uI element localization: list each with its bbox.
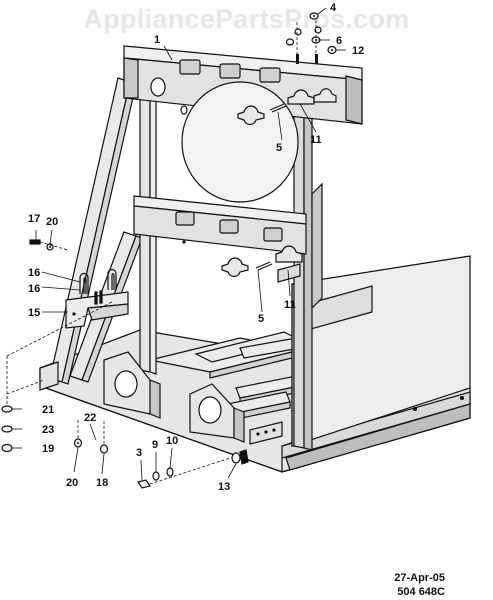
washer-icon (1, 425, 13, 433)
callout-23: 23 (42, 424, 54, 436)
washer-icon (152, 471, 160, 481)
clamp-upper (237, 88, 337, 126)
floor-hole (256, 432, 260, 436)
top-rail-slot (179, 59, 201, 75)
panel-hole (413, 407, 417, 411)
callout-19: 19 (42, 443, 54, 455)
washer-icon (285, 38, 295, 46)
mid-rail-slot (219, 219, 239, 234)
callout-12: 12 (352, 45, 364, 57)
front-foot-right (189, 383, 245, 443)
nut-icon (231, 452, 241, 464)
bolt-icon (29, 239, 41, 245)
panel-hole (460, 396, 464, 400)
callout-17: 17 (28, 213, 40, 225)
front-foot-left (103, 351, 161, 419)
callout-15: 15 (28, 307, 40, 319)
clamp-middle (221, 245, 303, 283)
callout-10: 10 (166, 435, 178, 447)
washer-icon (49, 246, 51, 248)
callout-5-upper: 5 (276, 142, 282, 154)
callout-4: 4 (330, 2, 337, 14)
callout-16-bottom: 16 (28, 283, 40, 295)
middle-rail (133, 195, 307, 255)
leader-lines (12, 7, 346, 481)
callout-9: 9 (152, 439, 158, 451)
top-rail-hole (180, 105, 188, 115)
callout-20-lower: 20 (66, 477, 78, 489)
callout-18: 18 (96, 477, 108, 489)
bolt-icon (239, 449, 249, 465)
washer-icon (1, 405, 13, 413)
callout-21: 21 (42, 404, 54, 416)
top-rail-slot (219, 63, 241, 79)
bracket-hole (72, 312, 76, 316)
bottom-rail (281, 391, 471, 471)
top-rail-slot (259, 67, 281, 83)
floor-hole (272, 428, 276, 432)
bolt-icon (137, 479, 151, 489)
watermark-text: AppliancePartsPros.com (83, 4, 410, 34)
nut-icon (314, 26, 322, 34)
callout-5-lower: 5 (258, 313, 264, 325)
floor-hole (264, 430, 268, 434)
callout-13: 13 (218, 481, 230, 493)
washer-icon (313, 15, 315, 17)
washer-icon (331, 49, 333, 51)
mid-rail-slot (175, 211, 195, 226)
left-bracket-assembly (65, 268, 129, 329)
nut-icon (77, 442, 79, 444)
nut-icon (294, 28, 302, 36)
callout-11-lower: 11 (284, 299, 296, 311)
top-rail-hole (150, 77, 166, 97)
top-hardware (285, 12, 337, 64)
callout-16-top: 16 (28, 267, 40, 279)
callout-3: 3 (136, 447, 142, 459)
washer-icon (99, 444, 109, 454)
callout-1: 1 (154, 34, 160, 46)
disc-plate (181, 81, 299, 203)
callout-6: 6 (336, 35, 342, 47)
callout-20-upper: 20 (46, 216, 58, 228)
footer-date: 27-Apr-05 (394, 572, 445, 584)
nut-icon (1, 443, 13, 453)
mid-rail-hole (182, 240, 186, 244)
footer-part-code: 504 648C (397, 586, 445, 598)
bolt-icon (315, 54, 318, 64)
bottom-hardware (73, 420, 249, 489)
mid-rail-slot (263, 227, 283, 242)
callout-11-upper: 11 (310, 134, 322, 146)
washer-icon (166, 467, 174, 477)
callout-labels: 1 4 6 12 5 11 17 20 16 16 15 5 11 21 23 … (28, 2, 364, 493)
bolt-icon (296, 54, 299, 64)
callout-22: 22 (84, 412, 96, 424)
